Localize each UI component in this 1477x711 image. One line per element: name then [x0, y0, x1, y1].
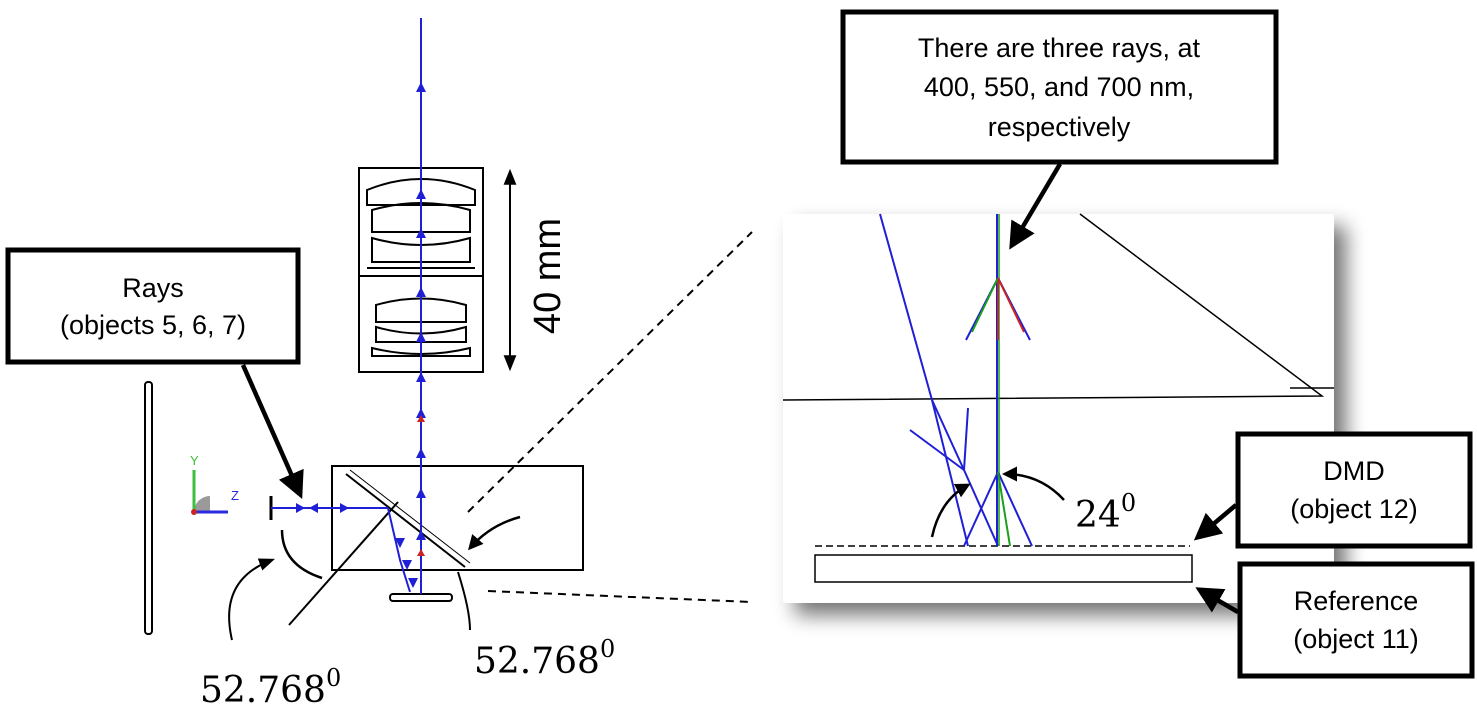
- dmd-callout-arrow: [1193, 503, 1238, 541]
- callout-three-rays-line3: respectively: [988, 112, 1131, 142]
- prism-diagonal: [345, 473, 466, 568]
- prism-box: [331, 465, 584, 571]
- angle-pointer-right: [457, 571, 471, 631]
- reference-callout-arrow: [1195, 587, 1240, 614]
- angle-arc-right: [468, 515, 521, 551]
- callout-dmd-line1: DMD: [1323, 456, 1385, 486]
- inset-arc-right: [1002, 466, 1065, 501]
- angle-pointer-left: [228, 558, 276, 641]
- inset-prism-edge: [782, 213, 1325, 401]
- angle-label-left: 52.7680: [200, 664, 341, 711]
- callout-reference: Reference (object 11): [1237, 561, 1475, 679]
- angle-arc-left: [280, 529, 323, 580]
- ray-reflected: [387, 507, 411, 593]
- axis-z-label: Z: [231, 488, 239, 503]
- inset-upper-fan: [965, 277, 1031, 341]
- zoom-line-top: [467, 231, 753, 513]
- callout-three-rays-line2: 400, 550, and 700 nm,: [924, 72, 1194, 102]
- main-layout: Y Z: [144, 18, 615, 711]
- inset-ray-branch-3: [963, 407, 969, 471]
- inset-reference-slab: [814, 554, 1193, 583]
- dmd-small: [389, 593, 453, 602]
- callout-reference-line2: (object 11): [1293, 624, 1419, 654]
- zoom-line-bottom: [487, 590, 753, 603]
- callout-dmd: DMD (object 12): [1235, 431, 1473, 549]
- rays-callout-arrow: [240, 364, 304, 499]
- normal-line: [288, 501, 399, 626]
- inset-ray-branch-2: [909, 429, 965, 471]
- callout-dmd-line2: (object 12): [1290, 494, 1418, 524]
- callout-rays-line2: (objects 5, 6, 7): [60, 310, 246, 340]
- ray-arrowheads-red: [417, 415, 425, 556]
- axis-y-label: Y: [190, 453, 199, 468]
- callout-three-rays-line1: There are three rays, at: [918, 33, 1201, 63]
- left-plate: [144, 381, 153, 635]
- inset-lower-fan: [963, 471, 1033, 547]
- dimension-label: 40 mm: [527, 218, 569, 334]
- callout-rays: Rays (objects 5, 6, 7): [5, 247, 301, 365]
- callout-rays-line1: Rays: [122, 273, 184, 303]
- inset-angle-label: 240: [1075, 489, 1136, 536]
- three-rays-callout-arrow: [1009, 162, 1062, 250]
- inset-arc-left: [930, 483, 971, 538]
- ray-arrowheads: [296, 82, 426, 588]
- callout-three-rays: There are three rays, at 400, 550, and 7…: [840, 9, 1279, 165]
- callout-reference-line1: Reference: [1294, 586, 1419, 616]
- angle-label-right: 52.7680: [474, 635, 615, 682]
- inset-ray-branch-1: [931, 399, 965, 471]
- prism-diagonal-inner: [349, 469, 471, 564]
- axes-icon: Y Z: [190, 453, 239, 515]
